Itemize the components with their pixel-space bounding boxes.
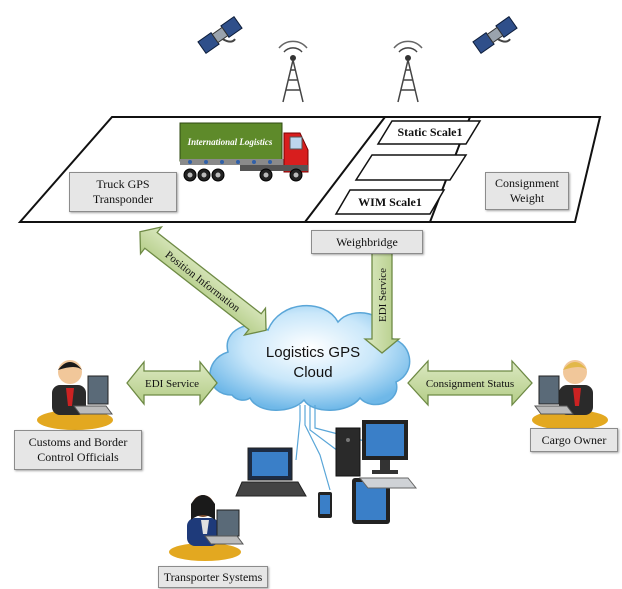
consignment-status-arrow: Consignment Status xyxy=(407,359,533,407)
satellite-icon-left xyxy=(197,15,243,55)
edi-service-left-label: EDI Service xyxy=(145,378,199,390)
edi-service-left-arrow: EDI Service xyxy=(126,360,218,406)
consignment-status-label: Consignment Status xyxy=(426,378,514,390)
cargo-owner-label: Cargo Owner xyxy=(530,428,618,452)
transporter-systems-label: Transporter Systems xyxy=(158,566,268,588)
truck-gps-transponder-label: Truck GPS Transponder xyxy=(69,172,177,212)
antenna-icon-left xyxy=(278,40,308,103)
laptop-icon xyxy=(235,447,307,497)
edi-service-vertical-arrow: EDI Service xyxy=(363,236,401,354)
truck-sign-text: International Logistics xyxy=(187,137,273,147)
customs-officer-icon xyxy=(37,360,113,430)
wim-scale-label: WIM Scale1 xyxy=(358,194,422,209)
cloud-title-line2: Cloud xyxy=(293,364,333,381)
customs-officials-label: Customs and Border Control Officials xyxy=(14,430,142,470)
satellite-icon-right xyxy=(472,15,518,55)
position-information-label: Position Information xyxy=(163,249,243,315)
desktop-monitor-icon xyxy=(362,420,408,474)
cargo-owner-icon xyxy=(532,360,608,430)
antenna-icon-right xyxy=(393,40,423,103)
phone-icon xyxy=(318,492,332,518)
edi-service-vertical-label: EDI Service xyxy=(377,268,389,322)
wim-scale-pad xyxy=(334,189,446,215)
scale-divider-left xyxy=(304,116,386,223)
static-scale-pad xyxy=(376,120,482,145)
position-information-arrow: Position Information xyxy=(139,225,267,337)
middle-scale-pad xyxy=(354,154,468,181)
truck-icon: International Logistics xyxy=(179,122,309,182)
cloud-title-line1: Logistics GPS xyxy=(265,344,361,361)
keyboard-icon xyxy=(358,477,418,489)
consignment-weight-label: Consignment Weight xyxy=(485,172,569,210)
transporter-icon xyxy=(169,495,244,561)
weighbridge-label: Weighbridge xyxy=(311,230,423,254)
static-scale-label: Static Scale1 xyxy=(397,124,463,139)
desktop-tower-icon xyxy=(335,427,361,477)
